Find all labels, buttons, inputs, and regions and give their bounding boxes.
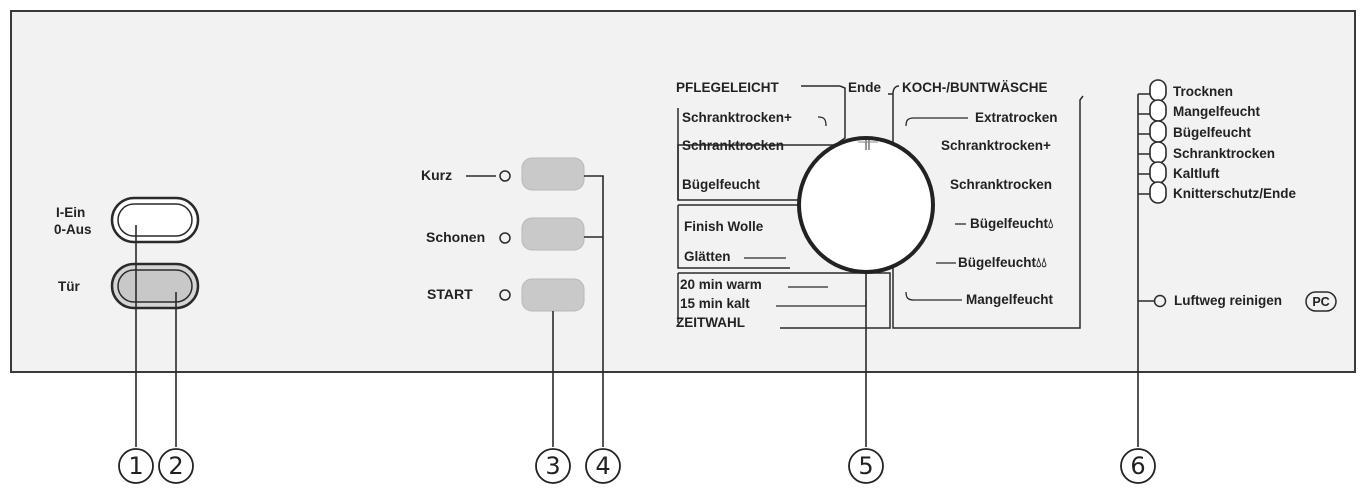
- status-led-mangelfeucht: [1149, 99, 1167, 122]
- koch-item-5-text: Bügelfeucht: [958, 255, 1037, 270]
- callout-5: 5: [858, 452, 874, 480]
- filter-label: Luftweg reinigen: [1174, 293, 1282, 308]
- pc-badge: PC: [1312, 295, 1330, 309]
- koch-item-6: Mangelfeucht: [966, 292, 1054, 307]
- status-label-mangelfeucht: Mangelfeucht: [1173, 104, 1261, 119]
- kurz-led: [499, 170, 511, 182]
- end-label: Ende: [848, 80, 882, 95]
- callout-circle-2: [158, 448, 194, 484]
- status-label-schranktrocken: Schranktrocken: [1173, 146, 1276, 161]
- koch-item-1: Extratrocken: [975, 110, 1058, 125]
- power-button[interactable]: [110, 196, 200, 244]
- door-label: Tür: [58, 279, 80, 294]
- status-label-trocknen: Trocknen: [1173, 84, 1234, 99]
- pflegeleicht-item-2: Schranktrocken: [682, 138, 785, 153]
- start-button[interactable]: [521, 278, 585, 312]
- callout-2: 2: [168, 452, 184, 480]
- wolle-item-2: Glätten: [684, 249, 731, 264]
- start-label: START: [427, 286, 473, 302]
- filter-led: [1153, 294, 1167, 308]
- start-led: [499, 289, 511, 301]
- callout-3: 3: [545, 452, 561, 480]
- callout-circle-4: [585, 448, 621, 484]
- callout-circle-1: [118, 448, 154, 484]
- zeitwahl-item-2: 15 min kalt: [680, 296, 750, 311]
- control-panel: [10, 10, 1356, 373]
- power-label-off: 0-Aus: [54, 222, 92, 237]
- schonen-led: [499, 232, 511, 244]
- status-led-trocknen: [1149, 79, 1167, 102]
- power-label-on: I-Ein: [56, 205, 86, 220]
- status-led-knitterschutz: [1149, 181, 1167, 204]
- koch-title: KOCH-/BUNTWÄSCHE: [902, 80, 1048, 95]
- zeitwahl-title: ZEITWAHL: [676, 315, 745, 330]
- status-led-buegelfeucht: [1149, 120, 1167, 143]
- koch-item-5: Bügelfeucht💧︎💧︎: [958, 255, 1047, 271]
- program-dial[interactable]: [797, 136, 935, 274]
- callout-circle-3: [535, 448, 571, 484]
- zeitwahl-item-1: 20 min warm: [680, 277, 762, 292]
- double-drop-icon: 💧︎💧︎: [1036, 255, 1047, 270]
- status-label-buegelfeucht: Bügelfeucht: [1173, 125, 1252, 140]
- status-led-schranktrocken: [1149, 141, 1167, 164]
- kurz-label: Kurz: [421, 167, 453, 183]
- callout-4: 4: [595, 452, 611, 480]
- pflegeleicht-title: PFLEGELEICHT: [676, 80, 779, 95]
- status-label-kaltluft: Kaltluft: [1173, 166, 1220, 181]
- callout-6: 6: [1130, 452, 1146, 480]
- wolle-item-1: Finish Wolle: [684, 219, 764, 234]
- drop-icon: 💧︎: [1048, 216, 1054, 231]
- status-led-kaltluft: [1149, 161, 1167, 184]
- koch-item-2: Schranktrocken+: [941, 138, 1051, 153]
- callout-1: 1: [128, 452, 144, 480]
- koch-item-4-text: Bügelfeucht: [970, 216, 1049, 231]
- callout-circle-6: [1120, 448, 1156, 484]
- schonen-label: Schonen: [426, 229, 486, 245]
- schonen-button[interactable]: [521, 217, 585, 251]
- pc-badge-frame: [1305, 291, 1337, 312]
- kurz-button[interactable]: [521, 157, 585, 191]
- status-label-knitterschutz: Knitterschutz/Ende: [1173, 186, 1297, 201]
- koch-item-4: Bügelfeucht💧︎: [970, 216, 1053, 232]
- koch-item-3: Schranktrocken: [950, 177, 1053, 192]
- pflegeleicht-item-1: Schranktrocken+: [682, 110, 792, 125]
- callout-circle-5: [848, 448, 884, 484]
- pflegeleicht-item-3: Bügelfeucht: [682, 177, 761, 192]
